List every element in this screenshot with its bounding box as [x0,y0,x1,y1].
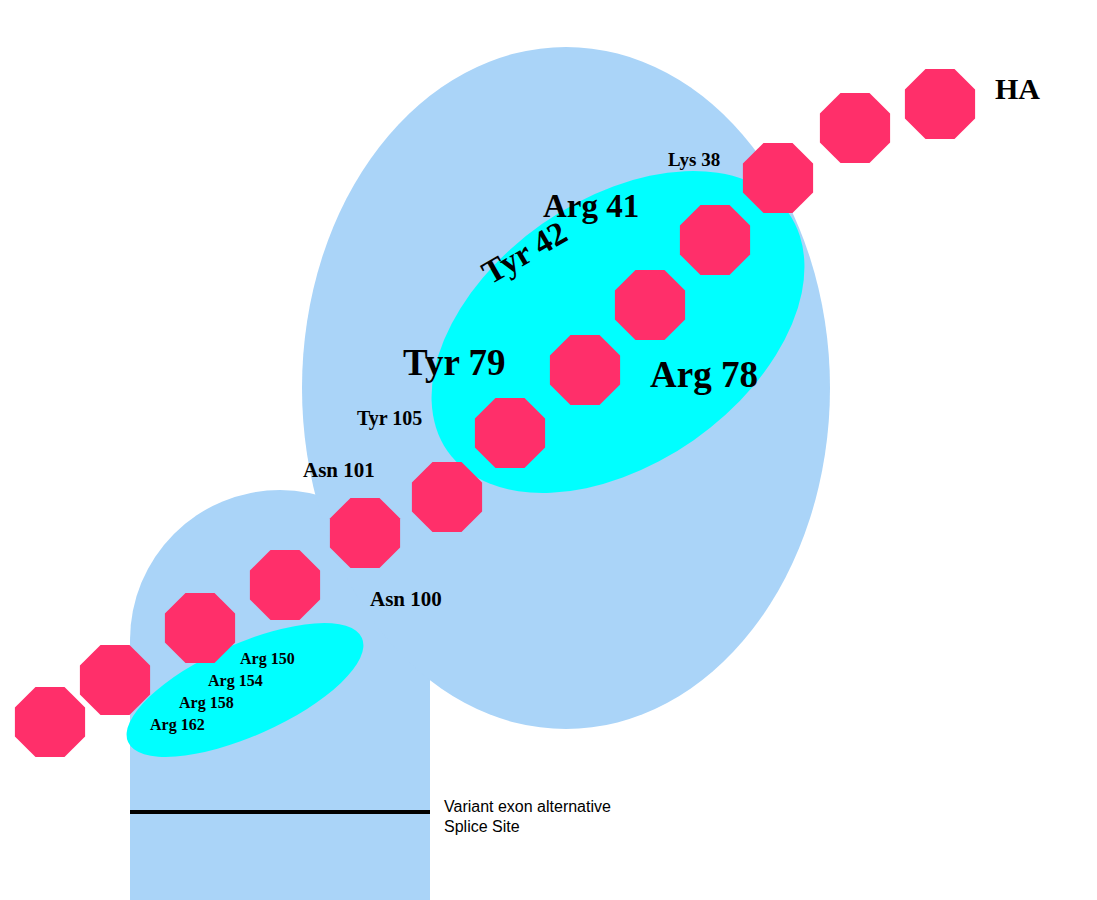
residue-label: Lys 38 [668,150,720,171]
residue-label: Asn 101 [303,459,375,482]
ellipse-fill [372,105,864,560]
sugar-unit [743,143,813,213]
sugar-unit [412,462,482,532]
ellipse-outline [115,620,375,760]
sugar-unit [475,398,545,468]
sugar-unit [905,69,975,139]
residue-label: Arg 162 [150,716,205,734]
residue-label: Asn 100 [370,588,442,611]
residue-label: Arg 154 [208,672,263,690]
splice-site-label: Variant exon alternative Splice Site [444,797,634,837]
sugar-unit [80,645,150,715]
residue-label: Arg 78 [650,355,758,396]
sugar-unit [330,498,400,568]
sugar-unit [615,270,685,340]
residue-label: Arg 158 [179,694,234,712]
ellipse-fill [302,47,830,729]
sugar-unit [250,550,320,620]
sugar-unit [550,335,620,405]
residue-label: Tyr 105 [357,407,422,429]
residue-label: Tyr 79 [403,343,505,384]
splice-site-line [130,810,430,814]
sugar-unit [165,593,235,663]
chain-label: HA [995,72,1040,105]
binding-region: Arg 150Arg 154Arg 158Arg 162 [115,620,375,760]
sugar-unit [15,687,85,757]
binding-region: Arg 41Tyr 42Tyr 79Arg 78 [420,160,810,510]
sugar-unit [680,205,750,275]
sugar-unit [820,93,890,163]
residue-label: Arg 150 [240,650,295,668]
